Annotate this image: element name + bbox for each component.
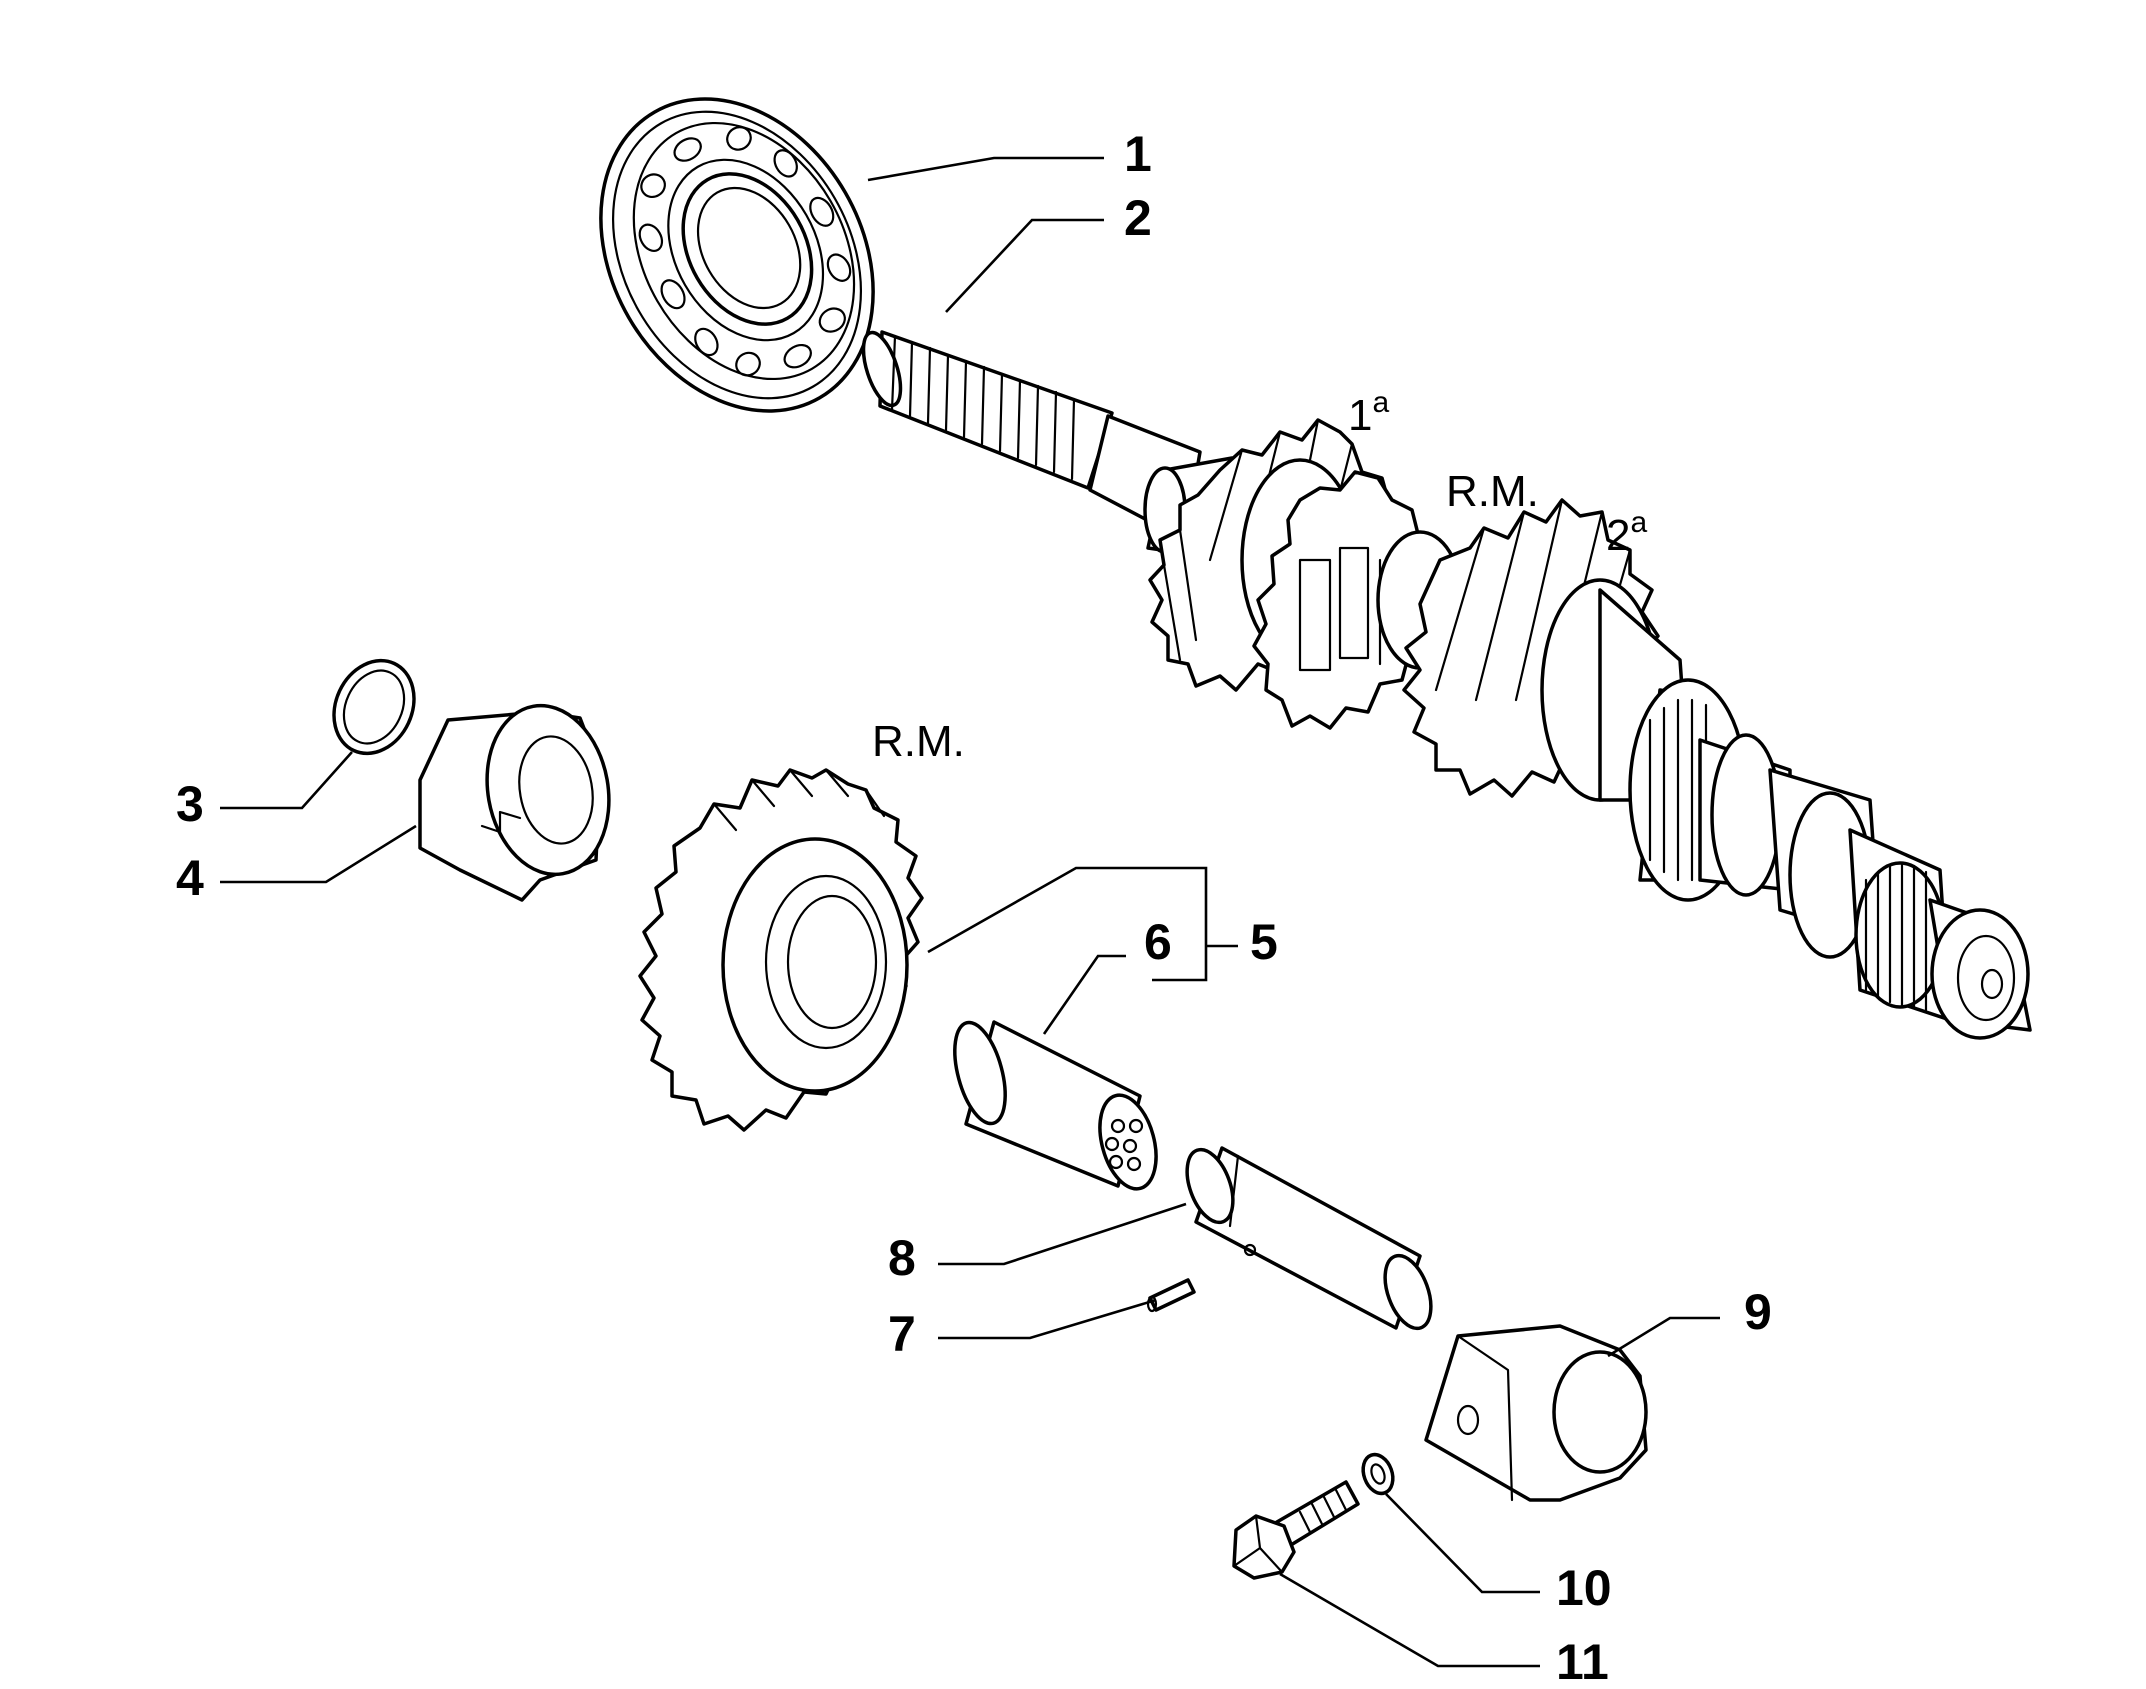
callout-8: 8 (888, 1230, 916, 1286)
idler-shaft-pin-part (1185, 1146, 1433, 1331)
second-gear-label: 2a (1606, 506, 1647, 560)
bolt-part (1232, 1480, 1360, 1580)
reverse-idler-gear-part (638, 768, 924, 1132)
support-bracket-part (1424, 1324, 1648, 1502)
leader-3 (220, 751, 353, 810)
leader-5 (927, 866, 1238, 982)
leader-lines (220, 156, 1720, 1668)
callout-4: 4 (176, 850, 204, 906)
callout-10: 10 (1556, 1560, 1612, 1616)
main-shaft-part (861, 330, 2032, 1040)
leader-6 (1042, 954, 1126, 1035)
snap-ring-part (332, 658, 416, 756)
callout-7: 7 (888, 1306, 916, 1362)
callout-9: 9 (1744, 1284, 1772, 1340)
callout-3: 3 (176, 776, 204, 832)
callout-5: 5 (1250, 914, 1278, 970)
needle-bearing-part (953, 1020, 1158, 1191)
callout-6: 6 (1144, 914, 1172, 970)
reverse-shaft-gear-label: R.M. (1446, 467, 1539, 516)
first-gear-label: 1a (1348, 386, 1389, 440)
roller-bearing-part (599, 97, 875, 413)
leader-4 (220, 824, 417, 884)
first-gear-superscript: a (1372, 386, 1389, 419)
leader-1 (867, 156, 1104, 182)
callout-numbers: 1 2 3 4 5 6 7 8 9 10 11 (176, 126, 1772, 1689)
callout-2: 2 (1124, 190, 1152, 246)
spacer-bushing-part (418, 703, 611, 902)
reverse-idler-gear-label: R.M. (872, 717, 965, 766)
second-gear-number: 2 (1606, 511, 1630, 560)
leader-11 (1279, 1572, 1540, 1668)
first-gear-number: 1 (1348, 391, 1372, 440)
roll-pin-part (1146, 1278, 1196, 1313)
second-gear-superscript: a (1630, 506, 1647, 539)
leader-9 (1607, 1316, 1720, 1358)
leader-10 (1385, 1493, 1540, 1594)
leader-2 (945, 218, 1104, 313)
callout-11: 11 (1556, 1634, 1609, 1689)
callout-1: 1 (1124, 126, 1152, 182)
gear-labels: 1a R.M. 2a R.M. (872, 386, 1647, 766)
leader-7 (938, 1298, 1157, 1340)
washer-part (1361, 1452, 1395, 1496)
leader-8 (938, 1202, 1187, 1266)
